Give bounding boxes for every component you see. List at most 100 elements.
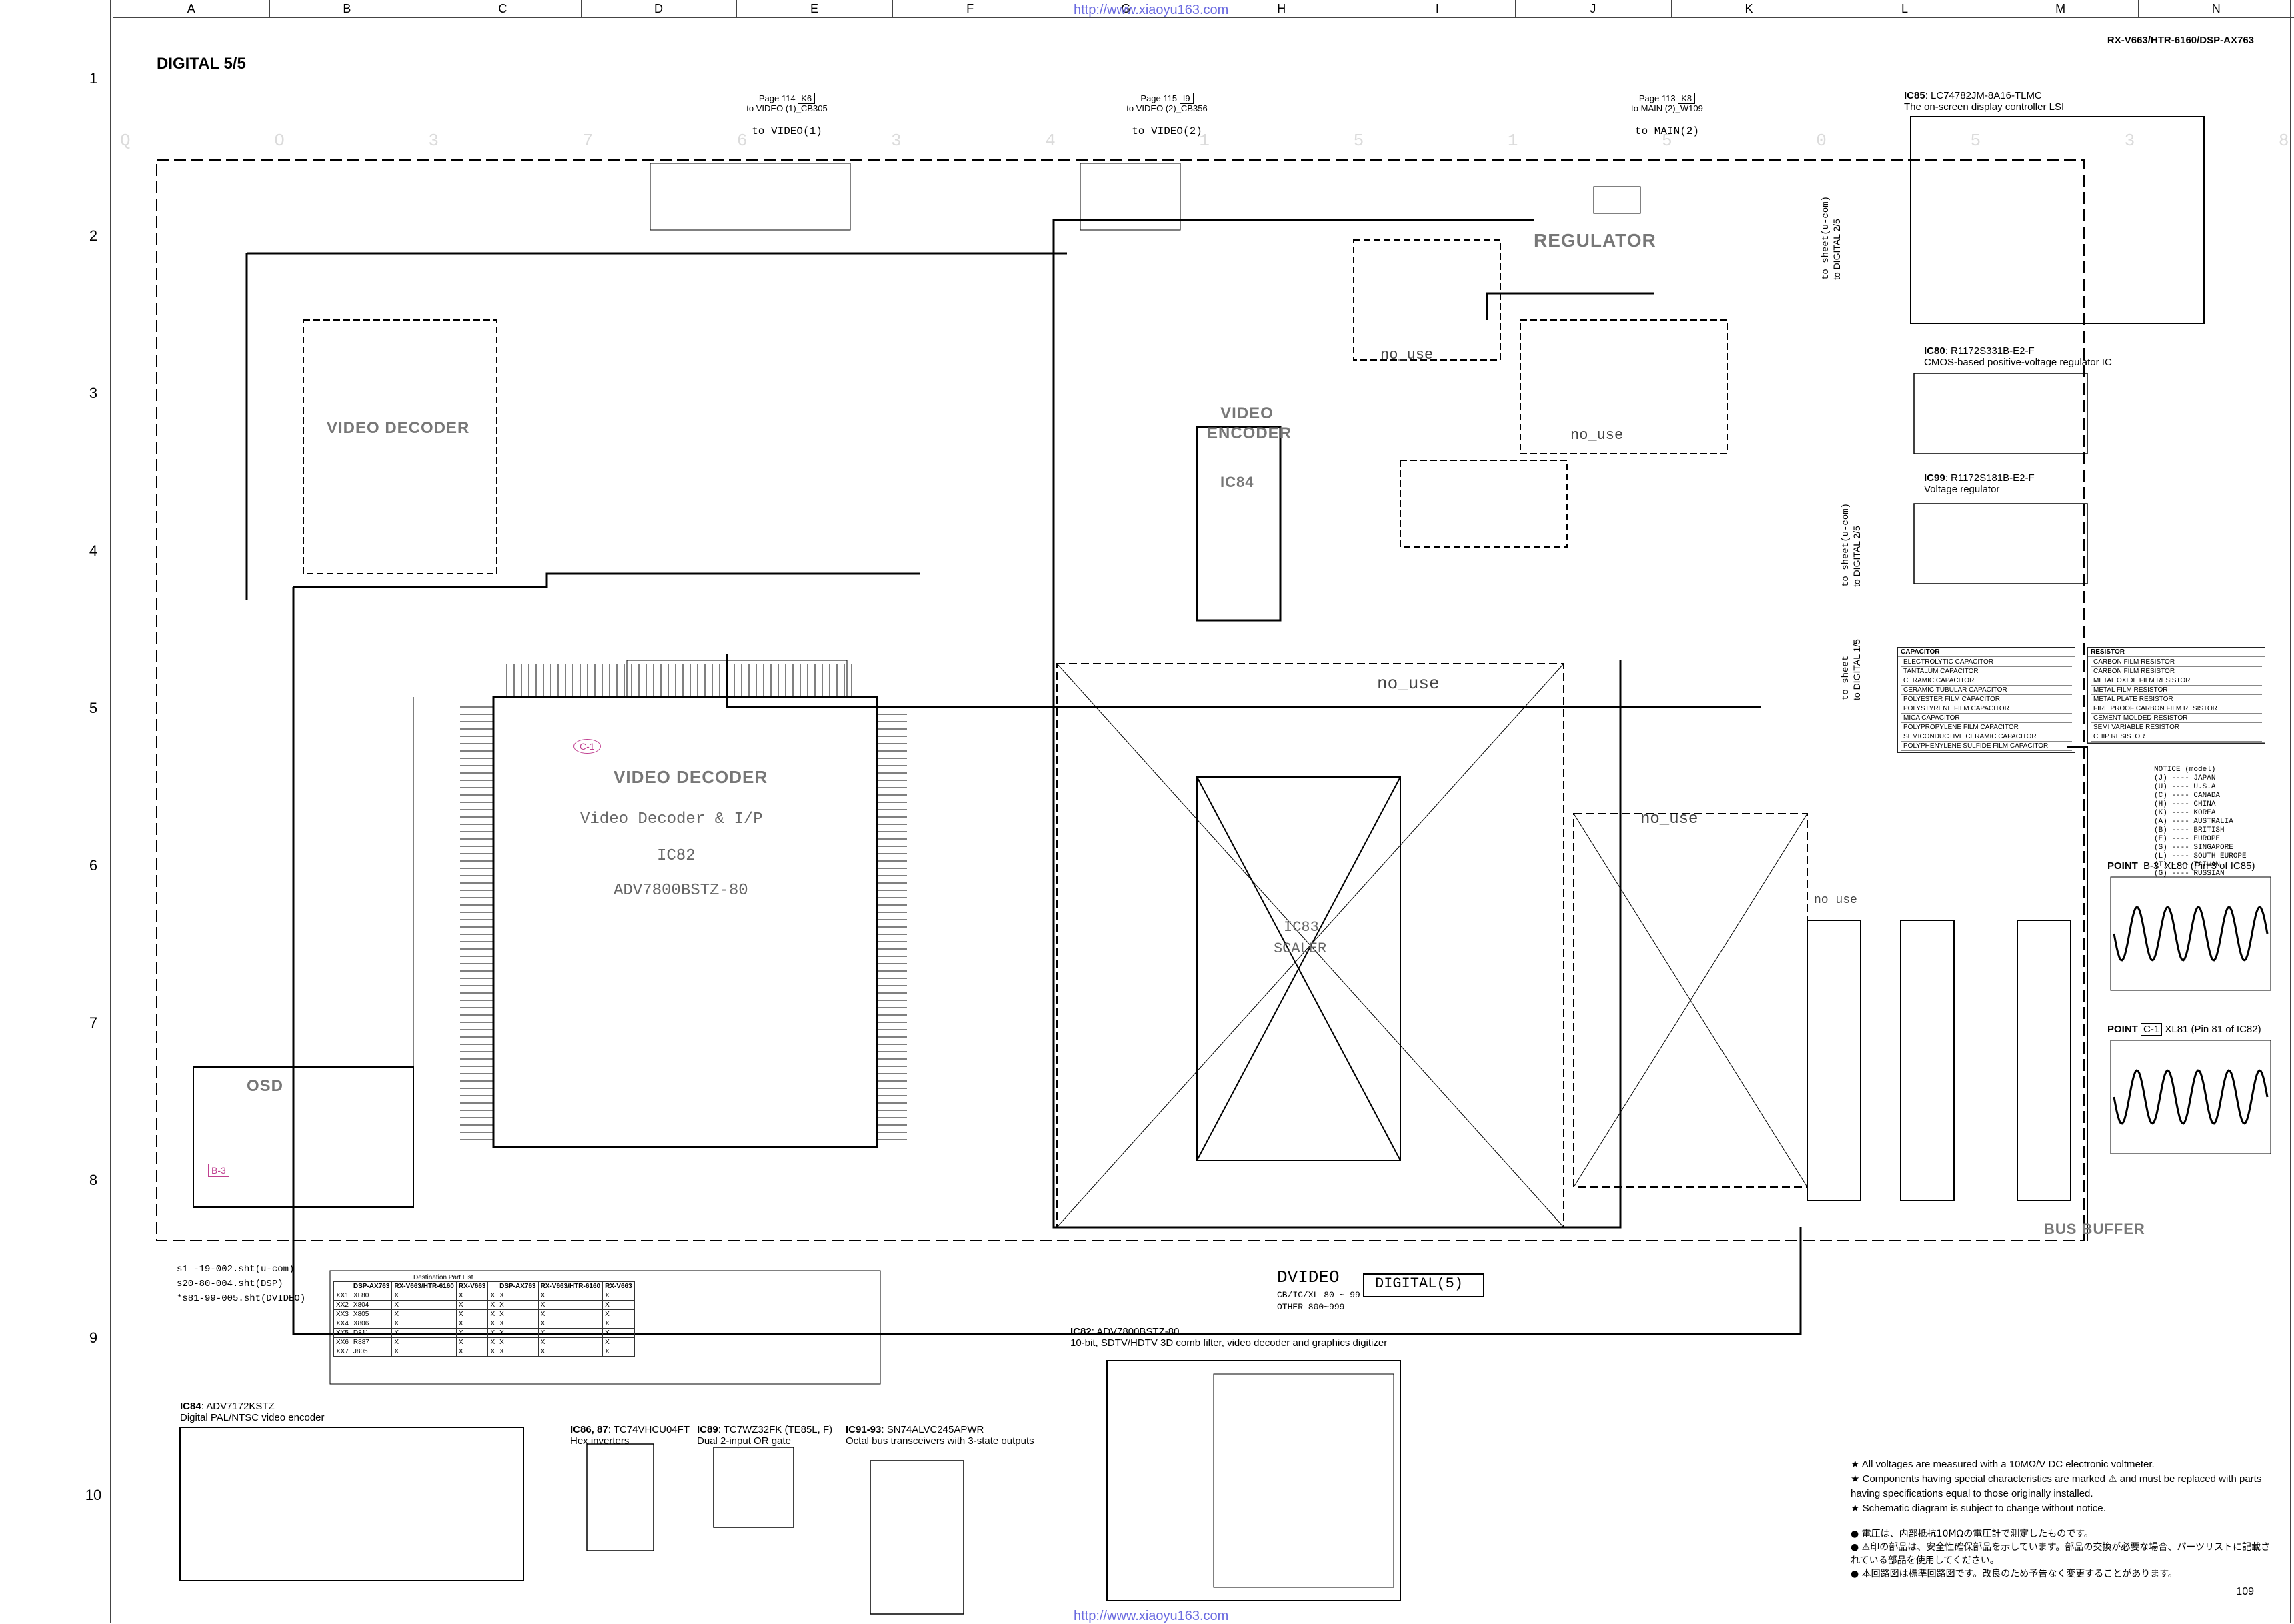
connector-dest: to VIDEO (2)_CB356	[1126, 103, 1208, 113]
legend-item: CERAMIC TUBULAR CAPACITOR	[1901, 686, 2072, 695]
row-header: 3	[89, 385, 98, 401]
dest-table-cell: XX6	[333, 1337, 351, 1347]
notice-item: (S) ---- SINGAPORE	[2154, 844, 2233, 852]
row-header: 7	[89, 1014, 98, 1031]
side-connector-dest: to DIGITAL 2/5	[1851, 526, 1862, 587]
ic91-93-note: IC91-93: SN74ALVC245APWR Octal bus trans…	[846, 1424, 1034, 1447]
connector-label: to VIDEO(1)	[752, 125, 822, 137]
dest-table-cell: X	[391, 1347, 457, 1357]
video-decoder-desc: Video Decoder & I/P	[580, 810, 763, 828]
ic-part: R1172S331B-E2-F	[1951, 345, 2035, 357]
connector-page: Page 114	[758, 93, 796, 103]
dest-table-cell: X	[455, 1328, 489, 1338]
column-header: K	[1671, 0, 1828, 17]
notice-legend: NOTICE (model) (J) ---- JAPAN(U) ---- U.…	[2154, 766, 2247, 878]
dest-table-header: RX-V663/HTR-6160	[537, 1281, 604, 1291]
column-header: D	[581, 0, 738, 17]
side-connector-1[interactable]: to sheet(u-com) to DIGITAL 2/5	[1821, 196, 1842, 280]
dest-table-cell: X	[497, 1347, 539, 1357]
dest-table-cell: X	[391, 1337, 457, 1347]
page-number: 109	[2236, 1586, 2254, 1597]
ic-ref: IC80	[1924, 345, 1945, 357]
ic86-87-note: IC86, 87: TC74VHCU04FT Hex inverters	[570, 1424, 690, 1447]
note-line: ★ Schematic diagram is subject to change…	[1851, 1503, 2106, 1514]
ic-ref: IC89	[697, 1424, 718, 1435]
scaler-label: SCALER	[1274, 940, 1327, 957]
no-use-label-3: no_use	[1570, 427, 1624, 444]
dest-table-cell: X	[602, 1300, 635, 1310]
sheet-title: DIGITAL 5/5	[157, 55, 246, 73]
no-use-label-4: no_use	[1380, 347, 1434, 363]
dest-table-cell: X	[391, 1328, 457, 1338]
test-point-c1: C-1	[574, 739, 601, 754]
ic-part: TC7WZ32FK (TE85L, F)	[723, 1424, 833, 1435]
side-connector-label: to sheet(u-com)	[1841, 502, 1851, 587]
ic-ref: IC86, 87	[570, 1424, 608, 1435]
ic84-note: IC84: ADV7172KSTZ Digital PAL/NTSC video…	[180, 1401, 325, 1423]
ic-part: SN74ALVC245APWR	[886, 1424, 984, 1435]
row-header: 5	[89, 700, 98, 716]
legend-title: RESISTOR	[2088, 648, 2265, 657]
dest-table-header: RX-V663	[455, 1281, 489, 1291]
column-header: G	[1048, 0, 1204, 17]
legend-item: CEMENT MOLDED RESISTOR	[2091, 714, 2262, 723]
connector-ref: I9	[1179, 93, 1194, 104]
dest-table-header: DSP-AX763	[497, 1281, 539, 1291]
connector-page: Page 115	[1140, 93, 1178, 103]
connector-video2[interactable]: Page 115 I9 to VIDEO (2)_CB356 to VIDEO(…	[1100, 93, 1234, 137]
ic-ref: IC91-93	[846, 1424, 882, 1435]
ic84-label: IC84	[1220, 474, 1254, 490]
ic-ref: IC99	[1924, 472, 1945, 484]
connector-main2[interactable]: Page 113 K8 to MAIN (2)_W109 to MAIN(2)	[1600, 93, 1734, 137]
dest-table-cell: X	[602, 1319, 635, 1329]
dest-table-cell: XL80	[350, 1291, 393, 1301]
dest-table-cell: XX3	[333, 1309, 351, 1319]
column-header: I	[1360, 0, 1516, 17]
waveform-trace	[2113, 1069, 2269, 1125]
ic82-part-label: ADV7800BSTZ-80	[614, 882, 748, 900]
dest-table-cell: X	[602, 1347, 635, 1357]
dest-table-cell: X	[391, 1300, 457, 1310]
row-header: 6	[89, 857, 98, 874]
dvideo-sub2: OTHER 800~999	[1277, 1302, 1345, 1312]
column-header: E	[736, 0, 893, 17]
waveform-ref: B-3	[2141, 860, 2162, 872]
column-header: B	[269, 0, 426, 17]
dest-table-cell: X	[497, 1291, 539, 1301]
dest-table-cell: X805	[350, 1309, 393, 1319]
column-header: C	[425, 0, 582, 17]
dest-table-cell: X	[497, 1300, 539, 1310]
side-connector-2[interactable]: to sheet(u-com) to DIGITAL 2/5	[1841, 503, 1862, 587]
side-connector-3[interactable]: to sheet to DIGITAL 1/5	[1841, 639, 1862, 700]
side-connector-dest: to DIGITAL 2/5	[1831, 219, 1842, 280]
dest-table-cell: X	[537, 1347, 604, 1357]
dest-table-cell: X	[537, 1319, 604, 1329]
digital5-ref: DIGITAL(5)	[1375, 1275, 1464, 1292]
ic-desc: Hex inverters	[570, 1435, 630, 1447]
legend-item: TANTALUM CAPACITOR	[1901, 667, 2072, 676]
dest-table-cell: X	[537, 1300, 604, 1310]
dest-table-cell: X	[455, 1319, 489, 1329]
column-header: J	[1515, 0, 1672, 17]
dest-table-cell: D811	[350, 1328, 393, 1338]
watermark-top: http://www.xiaoyu163.com	[1074, 3, 1229, 17]
no-use-label-5: no_use	[1814, 894, 1857, 907]
connector-video1[interactable]: Page 114 K6 to VIDEO (1)_CB305 to VIDEO(…	[720, 93, 854, 137]
legend-item: POLYPHENYLENE SULFIDE FILM CAPACITOR	[1901, 742, 2072, 751]
notice-item: (A) ---- AUSTRALIA	[2154, 818, 2233, 826]
notice-item: (K) ---- KOREA	[2154, 809, 2216, 817]
legend-item: METAL OXIDE FILM RESISTOR	[2091, 676, 2262, 686]
note-line: ★ Components having special characterist…	[1851, 1473, 2262, 1499]
dest-table-cell: X	[487, 1309, 498, 1319]
video-decoder-main-label: VIDEO DECODER	[614, 767, 768, 787]
waveform-ref: C-1	[2141, 1023, 2163, 1036]
ic82-label: IC82	[657, 847, 696, 865]
legend-item: POLYSTYRENE FILM CAPACITOR	[1901, 704, 2072, 714]
